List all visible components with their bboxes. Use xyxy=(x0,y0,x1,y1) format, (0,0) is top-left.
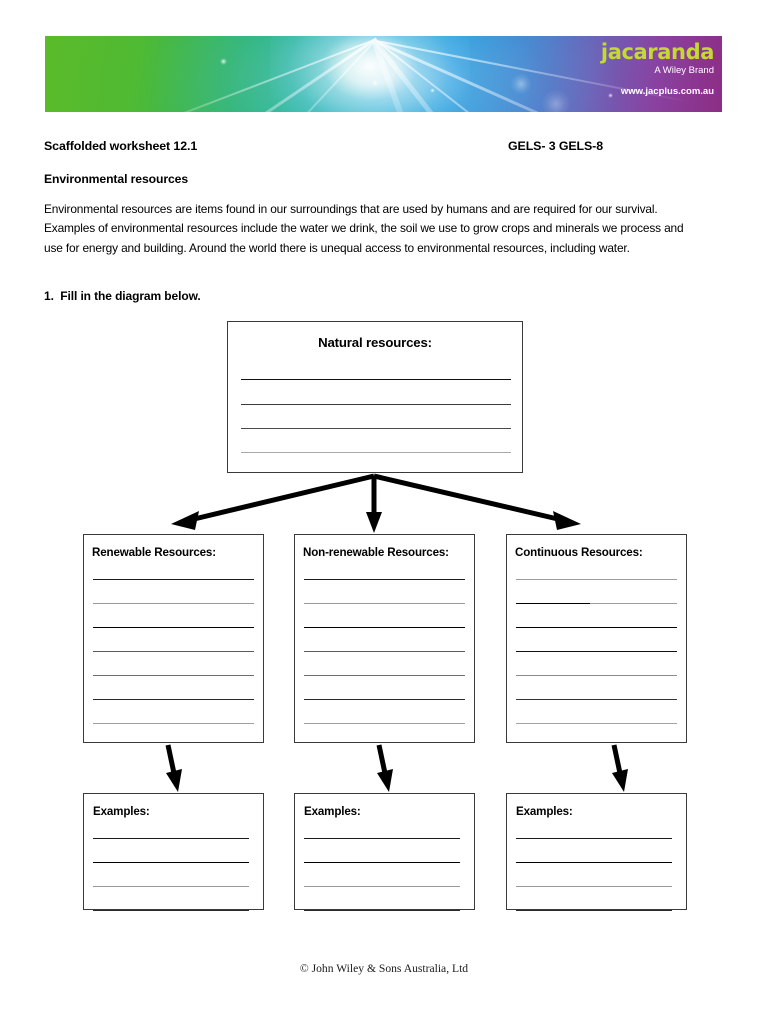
answer-line[interactable] xyxy=(516,862,672,863)
examples-label: Examples: xyxy=(516,805,573,818)
renewable-resources-label: Renewable Resources: xyxy=(92,546,216,559)
jacaranda-logo: jacaranda A Wiley Brand www.jacplus.com.… xyxy=(564,42,714,96)
answer-line[interactable] xyxy=(304,603,465,604)
answer-line[interactable] xyxy=(93,627,254,628)
answer-line[interactable] xyxy=(304,579,465,580)
answer-line-emphasis[interactable] xyxy=(516,603,590,604)
banner-sparkle-1 xyxy=(220,58,227,65)
answer-line[interactable] xyxy=(516,699,677,700)
answer-line[interactable] xyxy=(516,723,677,724)
logo-wordmark: jacaranda xyxy=(600,40,714,64)
diagram-box-examples-renewable[interactable]: Examples: xyxy=(83,793,264,911)
logo-website-url: www.jacplus.com.au xyxy=(620,85,714,97)
answer-line[interactable] xyxy=(93,603,254,604)
examples-label: Examples: xyxy=(93,805,150,818)
banner-sparkle-6 xyxy=(608,93,613,98)
diagram-box-non-renewable-resources[interactable]: Non-renewable Resources: xyxy=(294,534,475,743)
answer-line[interactable] xyxy=(516,651,677,652)
answer-line[interactable] xyxy=(93,579,254,580)
question-number: 1. xyxy=(44,289,54,303)
answer-line[interactable] xyxy=(304,627,465,628)
diagram-box-continuous-resources[interactable]: Continuous Resources: xyxy=(506,534,687,743)
section-heading: Environmental resources xyxy=(44,172,189,186)
intro-paragraph: Environmental resources are items found … xyxy=(44,202,684,255)
answer-line[interactable] xyxy=(516,910,672,911)
answer-line[interactable] xyxy=(93,862,249,863)
answer-line[interactable] xyxy=(241,428,511,429)
answer-line[interactable] xyxy=(304,838,460,839)
examples-label: Examples: xyxy=(304,805,361,818)
curriculum-code: GELS- 3 GELS-8 xyxy=(508,139,603,153)
jacaranda-banner: jacaranda A Wiley Brand www.jacplus.com.… xyxy=(45,36,722,112)
continuous-resources-label: Continuous Resources: xyxy=(515,546,643,559)
answer-line[interactable] xyxy=(241,379,511,380)
logo-tagline: A Wiley Brand xyxy=(654,65,714,76)
banner-light-burst-core xyxy=(269,36,470,112)
diagram-box-natural-resources[interactable]: Natural resources: xyxy=(227,321,523,473)
answer-line[interactable] xyxy=(304,699,465,700)
answer-line[interactable] xyxy=(93,651,254,652)
diagram-box-renewable-resources[interactable]: Renewable Resources: xyxy=(83,534,264,743)
answer-line[interactable] xyxy=(516,675,677,676)
banner-sparkle-2 xyxy=(372,80,378,86)
answer-line[interactable] xyxy=(304,862,460,863)
worksheet-title: Scaffolded worksheet 12.1 xyxy=(44,139,198,153)
answer-line[interactable] xyxy=(93,886,249,887)
banner-sparkle-3 xyxy=(430,88,435,93)
answer-line[interactable] xyxy=(516,579,677,580)
answer-line[interactable] xyxy=(241,452,511,453)
non-renewable-resources-label: Non-renewable Resources: xyxy=(303,546,449,559)
answer-line[interactable] xyxy=(93,699,254,700)
banner-sparkle-5 xyxy=(542,90,570,112)
answer-line[interactable] xyxy=(241,404,511,405)
answer-line[interactable] xyxy=(516,838,672,839)
answer-line[interactable] xyxy=(516,603,677,604)
answer-line[interactable] xyxy=(93,838,249,839)
answer-line[interactable] xyxy=(304,723,465,724)
answer-line[interactable] xyxy=(93,675,254,676)
answer-line[interactable] xyxy=(304,886,460,887)
answer-line[interactable] xyxy=(93,910,249,911)
footer-copyright: © John Wiley & Sons Australia, Ltd xyxy=(299,962,469,975)
answer-line[interactable] xyxy=(304,910,460,911)
answer-line[interactable] xyxy=(304,675,465,676)
answer-line[interactable] xyxy=(516,627,677,628)
answer-line[interactable] xyxy=(93,723,254,724)
question-text: Fill in the diagram below. xyxy=(60,289,201,303)
natural-resources-label: Natural resources: xyxy=(318,335,432,350)
diagram-box-examples-non-renewable[interactable]: Examples: xyxy=(294,793,475,911)
answer-line[interactable] xyxy=(516,886,672,887)
banner-sparkle-4 xyxy=(511,74,531,94)
diagram-box-examples-continuous[interactable]: Examples: xyxy=(506,793,687,911)
question-1: 1. Fill in the diagram below. xyxy=(44,289,201,303)
answer-line[interactable] xyxy=(304,651,465,652)
